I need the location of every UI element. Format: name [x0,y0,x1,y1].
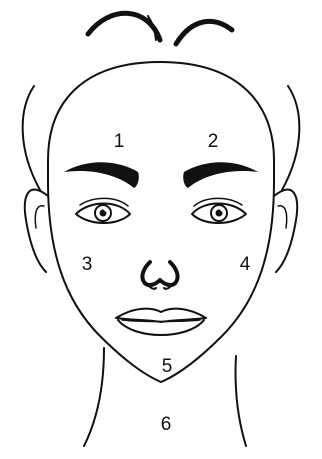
zone-5-label: 5 [162,356,173,377]
neck-left [84,348,104,446]
hair-outline-left [23,86,40,190]
eye-right [192,198,246,223]
zone-4-label: 4 [240,254,251,275]
zone-2-label: 2 [208,131,219,152]
eyebrow-left [64,162,139,188]
ear-right-inner [278,206,287,228]
hair-strand-right [176,21,232,44]
lips-divider [122,320,200,322]
eyebrow-right [183,162,258,188]
neck-right [235,356,246,446]
zone-3-label: 3 [82,254,93,275]
zone-1-label: 1 [114,131,125,152]
nose [142,262,177,285]
ear-right [274,190,297,272]
eye-left [76,198,130,223]
ear-left [25,190,48,272]
hair-outline-right [282,86,299,190]
zone-6-label: 6 [161,414,172,435]
ear-left-inner [35,206,44,228]
